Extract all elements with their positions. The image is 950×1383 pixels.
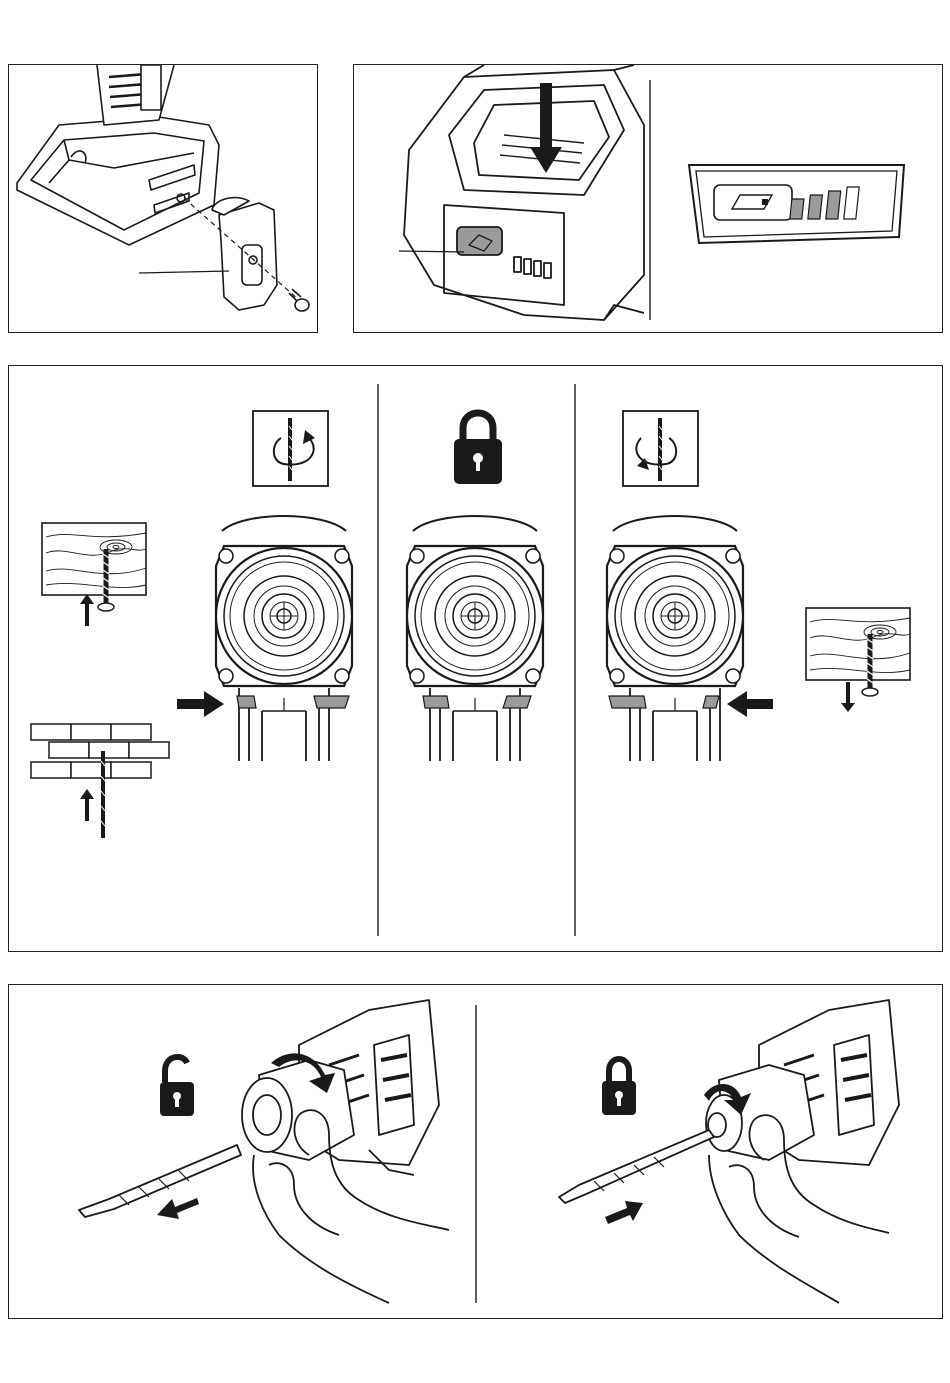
masonry-drill	[31, 724, 169, 838]
clockwise-rotation-icon	[253, 411, 328, 486]
chuck-front-forward	[216, 516, 352, 761]
wood-screw-drive	[42, 523, 146, 626]
chuck-panel	[8, 984, 943, 1319]
chuck-illustration	[9, 985, 942, 1318]
direction-selector-panel	[8, 365, 943, 952]
wood-screw-remove	[806, 608, 910, 712]
push-in-arrow	[605, 1201, 643, 1224]
battery-indicator-detail	[689, 165, 904, 243]
pull-out-arrow	[157, 1198, 199, 1219]
padlock-locked-icon	[454, 413, 502, 484]
direction-selector-illustration	[9, 366, 942, 951]
battery-panel	[353, 64, 943, 333]
battery-illustration	[354, 65, 942, 332]
belt-clip-illustration	[9, 65, 317, 332]
push-left-arrow	[727, 691, 773, 717]
drill-insert-bit	[559, 1000, 899, 1303]
belt-clip-panel	[8, 64, 318, 333]
padlock-unlocked-icon	[160, 1057, 194, 1116]
drill-remove-bit	[79, 1000, 449, 1303]
chuck-front-lock	[407, 516, 543, 761]
padlock-locked-icon-right	[602, 1059, 636, 1115]
chuck-front-reverse	[607, 516, 743, 761]
push-right-arrow	[177, 691, 224, 717]
counterclockwise-rotation-icon	[623, 411, 698, 486]
